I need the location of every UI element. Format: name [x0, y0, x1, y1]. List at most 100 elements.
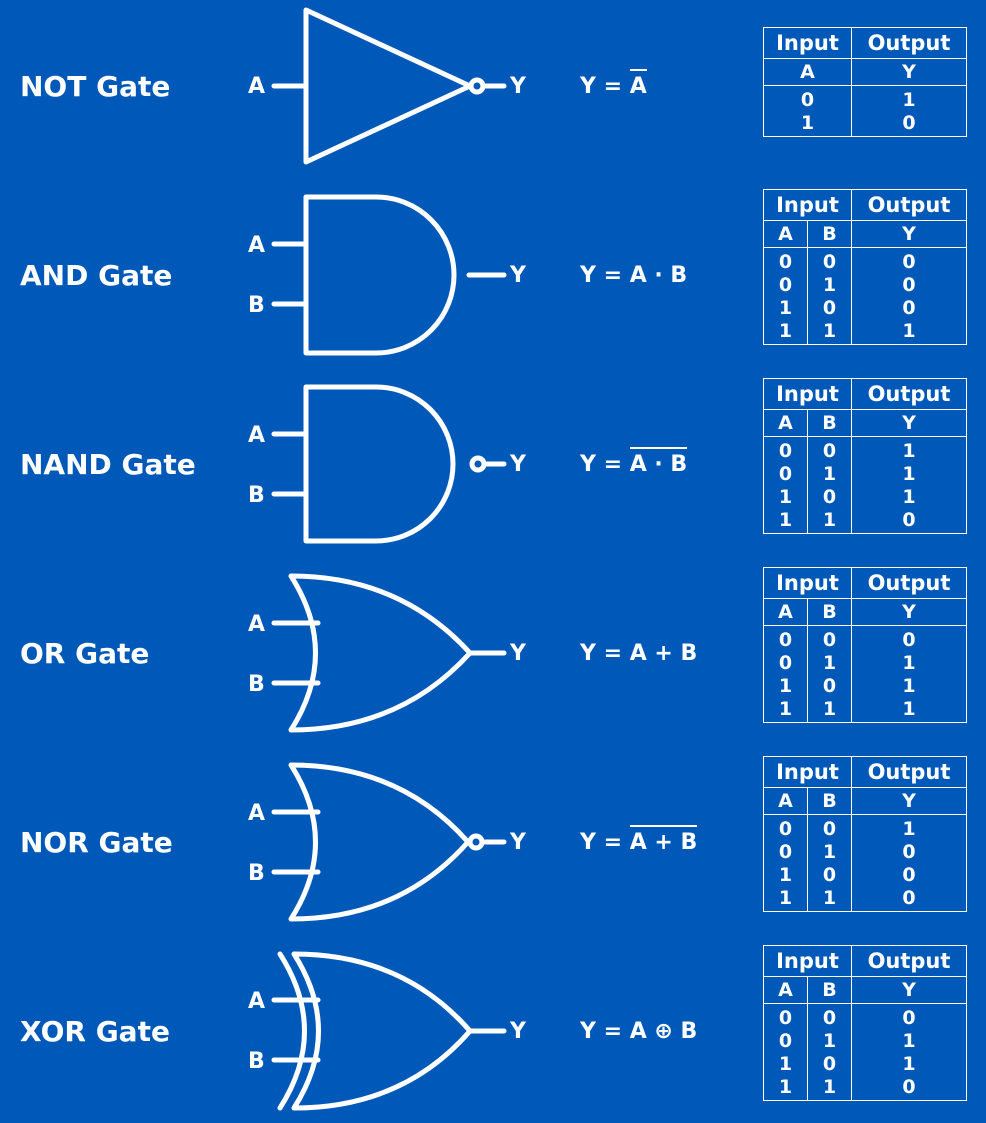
nor-gate-input-a-label: A — [248, 801, 266, 826]
truth-table-col-y: Y — [851, 976, 967, 1004]
nor-gate-body — [288, 762, 471, 922]
truth-table-col-a: A — [763, 409, 808, 437]
not-gate-label: NOT Gate — [20, 70, 171, 103]
nand-gate-expression: Y = A · B — [580, 447, 688, 477]
truth-table-col-b: B — [806, 976, 853, 1004]
or-gate-input-b-label: B — [248, 672, 265, 697]
xor-gate-output-label: Y — [510, 1019, 526, 1044]
truth-table-col-a: A — [763, 220, 808, 248]
truth-table-col-b: B — [806, 220, 853, 248]
expression-body-overlined: A + B — [629, 825, 698, 855]
truth-table-col-b: B — [806, 598, 853, 626]
xor-gate-body — [291, 951, 473, 1111]
not-gate-symbol — [271, 7, 507, 165]
not-gate-output-label: Y — [510, 74, 526, 99]
nand-gate-output-label: Y — [510, 452, 526, 477]
and-gate-symbol — [271, 194, 507, 356]
expression-lhs: Y = — [580, 263, 623, 288]
truth-table-output-header: Output — [851, 756, 967, 788]
truth-table-col-b: B — [806, 787, 853, 815]
expression-lhs: Y = — [580, 641, 623, 666]
xor-gate-expression: Y = A ⊕ B — [580, 1021, 697, 1043]
expression-body-overlined: A — [629, 69, 647, 99]
not-gate-expression: Y = A — [580, 69, 647, 99]
and-gate-body — [303, 194, 457, 356]
truth-table-col-a: A — [763, 598, 808, 626]
expression-body: A ⊕ B — [629, 1019, 698, 1044]
truth-table-col-a: A — [763, 787, 808, 815]
truth-table-col-y: Y — [851, 409, 967, 437]
truth-table-col-a: A — [763, 976, 808, 1004]
truth-table-col-y: Y — [851, 598, 967, 626]
not-gate-body — [303, 7, 473, 165]
truth-table-input-header: Input — [762, 756, 853, 788]
xor-gate-input-a-label: A — [248, 989, 266, 1014]
truth-table-input-header: Input — [762, 945, 853, 977]
truth-table-output-header: Output — [851, 945, 967, 977]
and-gate-output-label: Y — [510, 263, 526, 288]
and-gate-input-b-label: B — [248, 293, 265, 318]
truth-table-input-header: Input — [762, 567, 853, 599]
or-gate-label: OR Gate — [20, 637, 150, 670]
truth-table-col-y: Y — [851, 220, 967, 248]
truth-table-col-y: Y — [851, 58, 967, 86]
expression-lhs: Y = — [580, 452, 623, 477]
or-gate-body — [288, 573, 473, 733]
expression-body: A + B — [629, 641, 698, 666]
truth-table-output-header: Output — [851, 189, 967, 221]
truth-table-output-header: Output — [851, 27, 967, 59]
not-gate-input-a-label: A — [248, 74, 266, 99]
truth-table-col-y: Y — [851, 787, 967, 815]
truth-table-output-header: Output — [851, 567, 967, 599]
or-gate-input-a-label: A — [248, 612, 266, 637]
or-gate-symbol — [271, 573, 507, 733]
nand-gate-label: NAND Gate — [20, 448, 196, 481]
truth-table-output-header: Output — [851, 378, 967, 410]
xor-gate-label: XOR Gate — [20, 1015, 170, 1048]
and-gate-input-a-label: A — [248, 233, 266, 258]
truth-table-input-header: Input — [763, 27, 852, 59]
and-gate-label: AND Gate — [20, 259, 173, 292]
nor-gate-label: NOR Gate — [20, 826, 173, 859]
expression-body: A · B — [629, 263, 688, 288]
nand-gate-input-a-label: A — [248, 423, 266, 448]
truth-table-input-header: Input — [762, 378, 853, 410]
truth-table-col-a: A — [763, 58, 852, 86]
expression-lhs: Y = — [580, 74, 623, 99]
xor-gate-extra-arc — [277, 951, 307, 1111]
nand-gate-body — [303, 384, 456, 544]
and-gate-expression: Y = A · B — [580, 265, 687, 287]
nor-gate-output-label: Y — [510, 830, 526, 855]
nand-gate-input-b-label: B — [248, 483, 265, 508]
truth-table-col-b: B — [806, 409, 853, 437]
xor-gate-symbol — [271, 951, 507, 1111]
nor-gate-input-b-label: B — [248, 861, 265, 886]
expression-lhs: Y = — [580, 830, 623, 855]
xor-gate-input-b-label: B — [248, 1049, 265, 1074]
nor-gate-symbol — [271, 762, 507, 922]
